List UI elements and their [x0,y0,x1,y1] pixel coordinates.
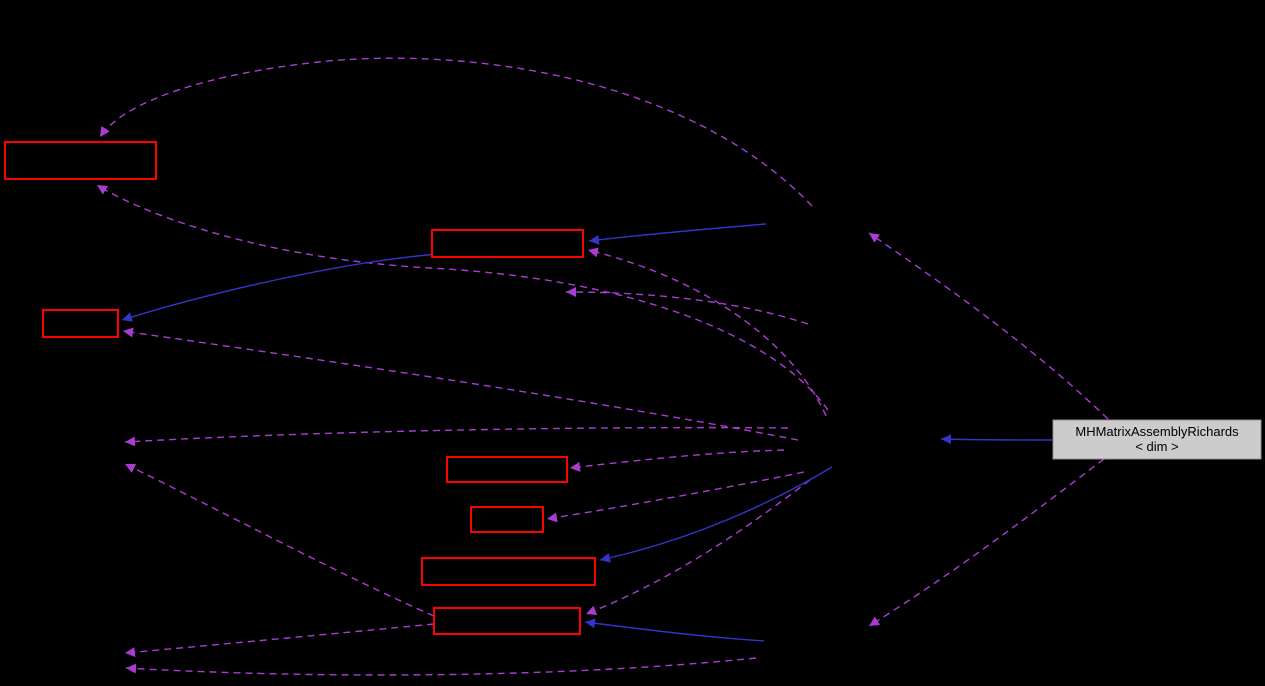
edge-dashed-boxG-to-bottomleft [124,623,435,658]
main-node-label-line2: < dim > [1135,439,1178,454]
class-node-box-a[interactable] [4,141,157,180]
main-class-node[interactable]: MHMatrixAssemblyRichards < dim > [1052,419,1262,460]
edge-solid-to-boxF [599,466,833,563]
edge-dashed-top-arc [99,57,813,207]
edge-dashed-main-to-bottomright [868,458,1105,627]
class-node-box-f[interactable] [421,557,596,586]
edge-dashed-to-boxE [546,471,805,523]
edge-dashed-to-boxD [569,449,785,472]
main-node-label-line1: MHMatrixAssemblyRichards [1075,424,1239,439]
class-node-box-d[interactable] [446,456,568,483]
edge-solid-to-boxG [584,618,765,642]
class-node-box-e[interactable] [470,506,544,533]
edge-dashed-to-boxC [122,327,799,441]
edge-solid-main-to-center [940,434,1053,445]
class-node-box-b[interactable] [431,229,584,258]
main-node-rect[interactable] [1052,419,1262,460]
edge-dashed-to-boxB [587,247,827,417]
edges [96,57,1109,676]
class-node-box-g[interactable] [433,607,581,635]
edge-dashed-to-boxG [585,479,811,616]
edge-dashed-mid-float [565,287,809,325]
edge-solid-boxB-to-boxC [121,253,439,322]
edge-dashed-boxG-to-left [124,463,435,617]
nodes [4,141,596,635]
edge-dashed-main-to-topright [868,232,1109,420]
class-node-box-c[interactable] [42,309,119,338]
edge-dashed-bottom-long [125,657,757,676]
edge-dashed-left-upper [124,426,789,447]
edge-solid-to-boxB [588,223,767,245]
edge-dashed-to-boxA-bottom [96,184,829,411]
